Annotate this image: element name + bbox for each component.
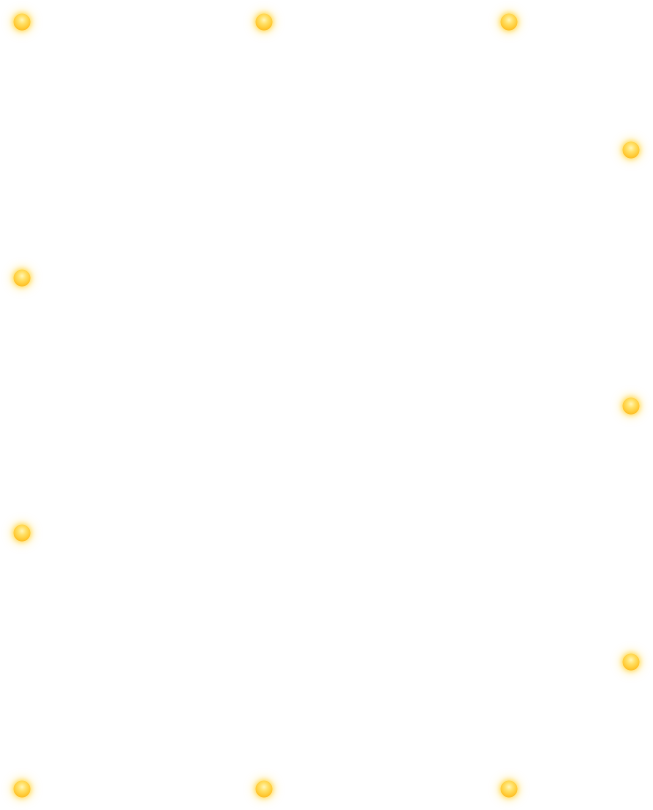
glowing-light-dot (13, 524, 31, 542)
glowing-light-dot (255, 780, 273, 798)
glowing-light-dot (500, 780, 518, 798)
glowing-light-dot (13, 13, 31, 31)
glowing-light-dot (622, 141, 640, 159)
glowing-light-dot (500, 13, 518, 31)
glowing-light-dot (255, 13, 273, 31)
glowing-light-dot (622, 397, 640, 415)
glowing-light-dot (13, 269, 31, 287)
glowing-light-dot (13, 780, 31, 798)
glowing-light-dot (622, 653, 640, 671)
